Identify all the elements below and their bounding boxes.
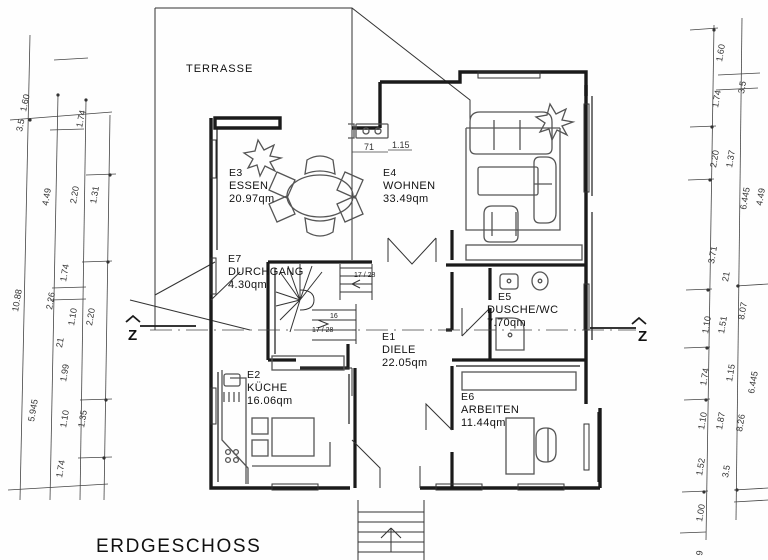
living-furniture — [465, 102, 583, 261]
room-name-e4: WOHNEN — [383, 180, 436, 192]
dim-right-16: 1.87 — [714, 411, 727, 430]
room-area-e1: 22.05qm — [382, 357, 428, 369]
stair-note-1: 17 / 28 — [354, 272, 376, 279]
room-code-e3: E3 — [229, 167, 243, 179]
dim-right-15: 1.10 — [696, 411, 709, 430]
dim-left-16: 1.74 — [54, 459, 67, 478]
dim-left-10: 21 — [54, 337, 66, 349]
room-area-e6: 11.44qm — [461, 417, 506, 429]
dim-right-5: 6.445 — [738, 186, 752, 210]
dim-left-1: 3.5 — [14, 118, 26, 132]
dim-right-13: 1.15 — [724, 363, 737, 382]
dim-left-9: 2.20 — [84, 307, 97, 326]
bath-fixtures — [495, 271, 549, 351]
dim-left-8: 1.10 — [66, 307, 79, 326]
dim-right-2: 3.5 — [736, 80, 748, 94]
dim-left-0: 1.60 — [18, 93, 31, 112]
entrance-steps — [357, 500, 425, 560]
dim-left-6: 10.88 — [10, 288, 24, 312]
interior-walls — [266, 230, 586, 488]
room-area-e4: 33.49qm — [383, 193, 429, 205]
dim-right-1: 1.74 — [710, 89, 723, 108]
room-name-e5: DUSCHE/WC — [487, 304, 558, 316]
terrace-label: TERRASSE — [186, 63, 253, 75]
dining-furniture — [242, 138, 364, 237]
dimension-text-right: 1.60 1.74 3.5 2.20 1.37 6.445 4.49 3.71 … — [694, 43, 767, 556]
dim-right-19: 3.5 — [720, 464, 732, 478]
room-area-e2: 16.06qm — [247, 395, 293, 407]
dim-right-3: 2.20 — [708, 149, 721, 168]
room-code-e4: E4 — [383, 167, 397, 179]
dim-right-20: 1.00 — [694, 503, 707, 522]
dim-right-12: 1.74 — [698, 367, 711, 386]
stair-step-annotations: 17 / 28 17 / 28 16 — [312, 272, 376, 334]
dim-right-0: 1.60 — [714, 43, 727, 62]
room-name-e7: DURCHGANG — [228, 266, 304, 278]
page-title: ERDGESCHOSS — [96, 536, 261, 557]
dim-left-11: 1.74 — [58, 263, 71, 282]
dimension-chain-right — [679, 17, 768, 541]
room-name-e3: ESSEN — [229, 180, 268, 192]
section-marker-right-label: Z — [638, 328, 647, 345]
dim-right-8: 21 — [720, 271, 732, 283]
dim-right-7: 3.71 — [706, 245, 719, 264]
dim-left-2: 1.74 — [74, 109, 87, 128]
room-area-e5: 7.70qm — [487, 317, 526, 329]
dim-right-17: 8.26 — [734, 413, 747, 432]
room-name-e6: ARBEITEN — [461, 404, 519, 416]
cooktop-fixture: 71 1.15 — [348, 123, 412, 153]
room-code-e1: E1 — [382, 331, 396, 343]
dim-left-14: 1.10 — [58, 409, 71, 428]
kitchen-furniture — [221, 355, 345, 484]
section-marker-right: Z — [590, 316, 647, 345]
room-area-e7: 4.30qm — [228, 279, 267, 291]
room-code-e2: E2 — [247, 369, 261, 381]
room-code-e5: E5 — [498, 291, 512, 303]
room-code-e6: E6 — [461, 391, 475, 403]
dim-left-13: 5.945 — [26, 398, 40, 422]
stair-note-3: 16 — [330, 313, 338, 320]
dim-right-11: 8.07 — [736, 301, 749, 320]
dim-left-12: 1.99 — [58, 363, 71, 382]
dim-right-14: 6.445 — [746, 370, 760, 394]
room-area-e3: 20.97qm — [229, 193, 275, 205]
dim-right-4: 1.37 — [724, 149, 737, 168]
terrace-outline — [129, 7, 471, 331]
stair-note-2: 17 / 28 — [312, 327, 334, 334]
staircase — [275, 264, 373, 344]
room-code-e7: E7 — [228, 253, 242, 265]
fixture-dim-2: 1.15 — [392, 140, 410, 150]
office-furniture — [461, 371, 577, 475]
section-marker-left-label: Z — [128, 327, 137, 344]
dim-right-6: 4.49 — [754, 187, 767, 206]
dim-left-15: 1.35 — [76, 409, 89, 428]
room-name-e1: DIELE — [382, 344, 416, 356]
dim-left-7: 2.26 — [44, 291, 57, 310]
dim-right-18: 1.52 — [694, 457, 707, 476]
section-marker-left: Z — [125, 314, 196, 344]
dimension-text-left: 1.60 3.5 1.74 4.49 2.20 1.31 10.88 2.26 … — [10, 93, 101, 478]
dim-right-9: 1.10 — [700, 315, 713, 334]
room-labels: E3 ESSEN 20.97qm E4 WOHNEN 33.49qm E7 DU… — [186, 63, 558, 429]
dim-left-4: 2.20 — [68, 185, 81, 204]
dim-right-10: 1.51 — [716, 315, 729, 334]
windows — [210, 71, 590, 491]
room-name-e2: KÜCHE — [247, 382, 288, 394]
dim-left-3: 4.49 — [40, 187, 53, 206]
fixture-dim-1: 71 — [364, 142, 374, 152]
dimension-chain-left — [7, 34, 117, 501]
dim-left-5: 1.31 — [88, 185, 101, 204]
door-openings — [210, 237, 491, 488]
dim-right-21: 9 — [694, 550, 705, 557]
